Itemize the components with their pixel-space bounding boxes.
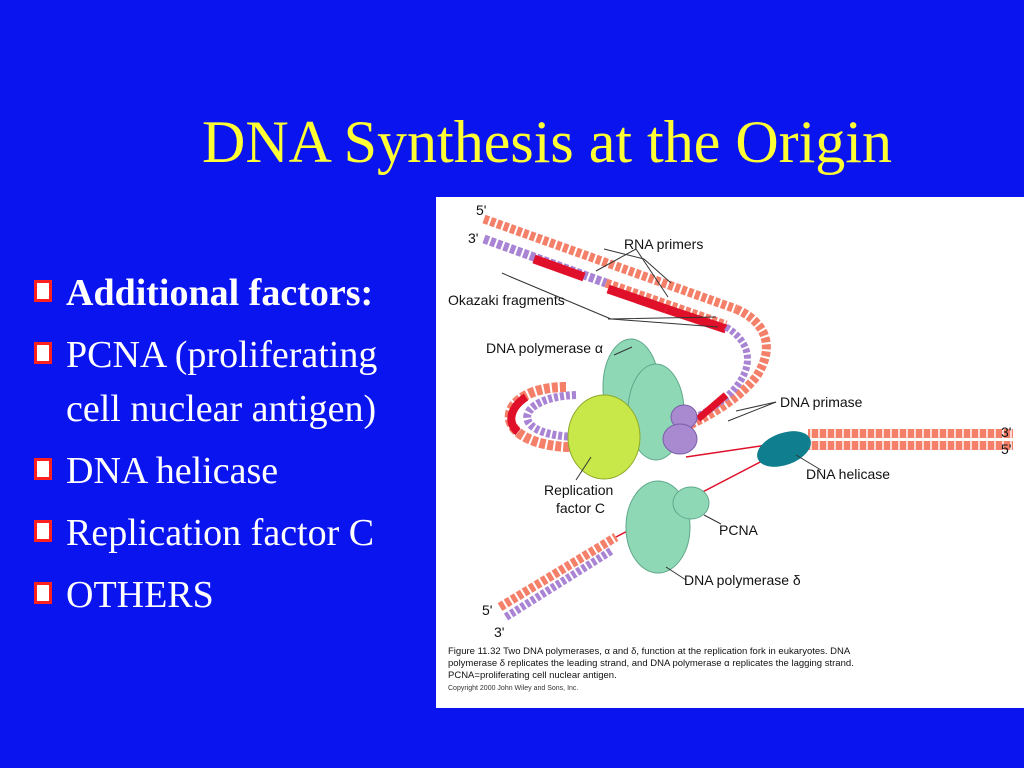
bullet-others: OTHERS: [34, 564, 377, 626]
bullet-additional-factors: Additional factors:: [34, 262, 377, 324]
parental-duplex: [685, 429, 1013, 458]
dna-primase-shape: [662, 404, 698, 455]
replication-factor-c-shape: [567, 394, 641, 480]
label-five-prime-right: 5': [1001, 441, 1011, 457]
label-replication-factor-c-line1: Replication: [544, 482, 613, 498]
dna-helicase-shape: [757, 431, 811, 467]
bullet-dna-helicase: DNA helicase: [34, 440, 377, 502]
label-three-prime-bottom: 3': [494, 624, 504, 640]
label-dna-helicase: DNA helicase: [806, 466, 890, 482]
label-rna-primers: RNA primers: [624, 236, 703, 252]
bullet-text: PCNA (proliferating: [66, 334, 378, 376]
label-five-prime-top: 5': [476, 202, 486, 218]
bullet-box-icon: [34, 582, 52, 604]
lagging-strand-template: [482, 214, 771, 432]
bullet-text: DNA helicase: [66, 450, 279, 492]
label-five-prime-bottom: 5': [482, 602, 492, 618]
bullet-pcna: PCNA (proliferating: [34, 324, 377, 386]
lagging-strand-loop: [504, 382, 612, 453]
leader-lines: [575, 248, 822, 581]
replication-fork-figure: 5' 3' RNA primers Okazaki fragments DNA …: [436, 197, 1024, 708]
label-three-prime-top: 3': [468, 230, 478, 246]
label-dna-primase: DNA primase: [780, 394, 863, 410]
bullet-pcna-continued: cell nuclear antigen): [66, 388, 377, 430]
bullet-box-icon: [34, 280, 52, 302]
pcna-shape: [672, 486, 710, 520]
bullet-text: Replication factor C: [66, 512, 375, 554]
slide-title: DNA Synthesis at the Origin: [202, 109, 892, 175]
bullet-replication-factor-c: Replication factor C: [34, 502, 377, 564]
bullet-box-icon: [34, 458, 52, 480]
figure-caption: Figure 11.32 Two DNA polymerases, α and …: [448, 646, 854, 681]
bullet-text: Additional factors:: [66, 272, 374, 314]
bullet-list: Additional factors: PCNA (proliferating …: [34, 262, 377, 626]
label-dna-polymerase-delta: DNA polymerase δ: [684, 572, 801, 588]
label-three-prime-right: 3': [1001, 424, 1011, 440]
label-dna-polymerase-alpha: DNA polymerase α: [486, 340, 603, 356]
label-pcna: PCNA: [719, 522, 759, 538]
bullet-text: OTHERS: [66, 574, 214, 616]
bullet-box-icon: [34, 342, 52, 364]
okazaki-brackets: [501, 248, 719, 328]
figure-copyright: Copyright 2000 John Wiley and Sons, Inc.: [448, 685, 579, 692]
label-okazaki-fragments: Okazaki fragments: [448, 292, 565, 308]
replication-fork-diagram: 5' 3' RNA primers Okazaki fragments DNA …: [448, 202, 1013, 640]
bullet-box-icon: [34, 520, 52, 542]
label-replication-factor-c-line2: factor C: [556, 500, 605, 516]
